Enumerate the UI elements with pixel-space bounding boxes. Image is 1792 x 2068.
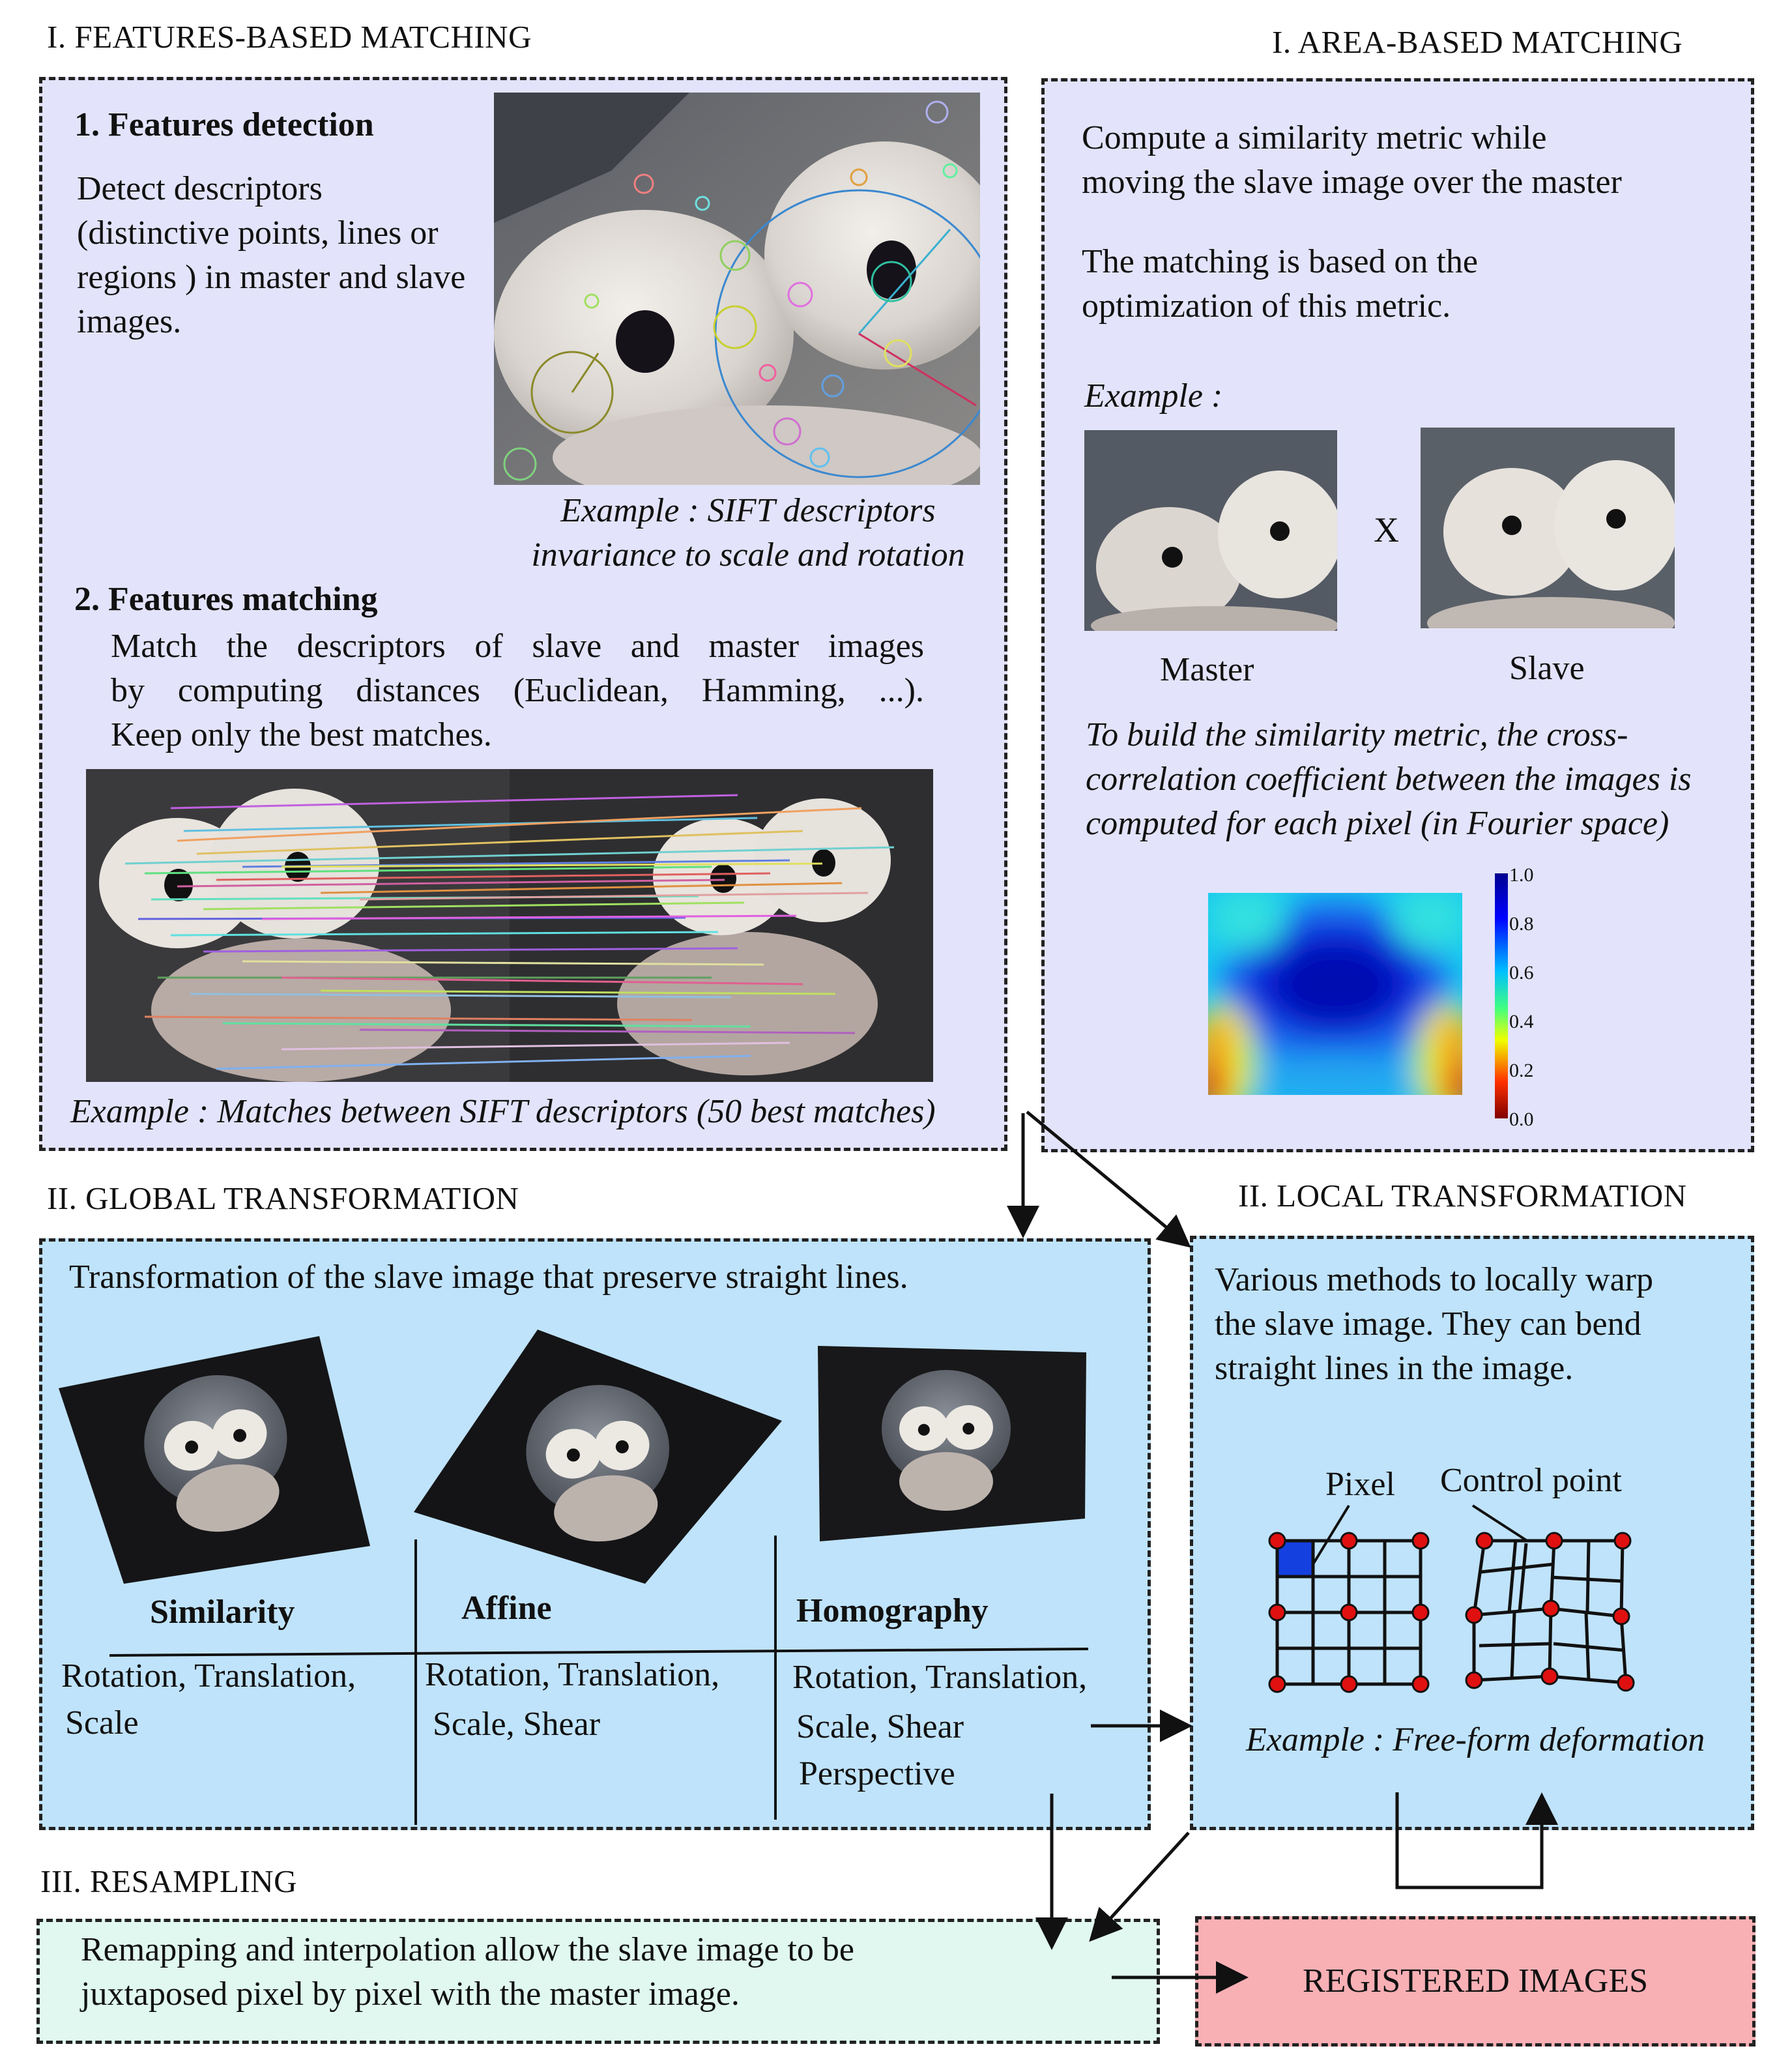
homography-line2: Scale, Shear (796, 1708, 964, 1745)
colorbar-tick-0-0: 0.0 (1509, 1109, 1534, 1130)
similarity-heading: Similarity (150, 1594, 295, 1631)
similarity-line2: Scale (65, 1704, 139, 1741)
area-text1-line2: moving the slave image over the master (1082, 164, 1622, 201)
local-text-line2: the slave image. They can bend (1215, 1305, 1641, 1343)
free-form-deformation-grids (1238, 1473, 1727, 1708)
colorbar (1495, 873, 1508, 1118)
sift-caption-line2: invariance to scale and rotation (531, 536, 965, 574)
transformations-table-lines (39, 1525, 1151, 1830)
cross-correlation-heatmap (1208, 893, 1462, 1095)
sift-caption-line1: Example : SIFT descriptors (560, 492, 936, 529)
colorbar-tick-1-0: 1.0 (1509, 864, 1534, 886)
transformed-images (59, 1323, 1114, 1603)
master-image (1084, 430, 1337, 631)
control-point-label: Control point (1440, 1462, 1622, 1499)
area-caption-line3: computed for each pixel (in Fourier spac… (1086, 805, 1669, 842)
ffd-example-caption: Example : Free-form deformation (1246, 1721, 1705, 1758)
colorbar-tick-0-4: 0.4 (1509, 1011, 1534, 1032)
pixel-label: Pixel (1325, 1466, 1395, 1503)
local-text-line1: Various methods to locally warp (1215, 1261, 1653, 1298)
master-label: Master (1160, 651, 1254, 688)
resampling-title: III. RESAMPLING (40, 1863, 298, 1899)
area-text2-line1: The matching is based on the (1082, 243, 1478, 280)
area-caption-line2: correlation coefficient between the imag… (1086, 761, 1692, 798)
registered-images-label: REGISTERED IMAGES (1302, 1962, 1649, 2000)
features-matching-line3: Keep only the best matches. (111, 716, 492, 753)
area-caption-line1: To build the similarity metric, the cros… (1086, 716, 1628, 753)
local-transformation-title: II. LOCAL TRANSFORMATION (1238, 1178, 1687, 1214)
affine-line2: Scale, Shear (433, 1706, 601, 1743)
affine-line1: Rotation, Translation, (425, 1656, 720, 1693)
features-matching-line2: by computing distances (Euclidean, Hammi… (111, 672, 924, 709)
sift-descriptors-image (494, 93, 980, 485)
affine-heading: Affine (461, 1590, 552, 1627)
features-matching-heading: 2. Features matching (74, 581, 378, 618)
similarity-line1: Rotation, Translation, (61, 1657, 356, 1695)
global-intro-text: Transformation of the slave image that p… (69, 1259, 908, 1296)
resampling-panel (36, 1919, 1160, 2044)
colorbar-tick-0-6: 0.6 (1509, 962, 1534, 983)
resampling-text-line2: juxtaposed pixel by pixel with the maste… (81, 1975, 740, 2013)
slave-label: Slave (1509, 650, 1585, 687)
times-symbol: X (1374, 510, 1399, 549)
colorbar-tick-0-2: 0.2 (1509, 1060, 1534, 1081)
sift-matches-image (86, 769, 933, 1082)
area-text1-line1: Compute a similarity metric while (1082, 119, 1547, 156)
area-text2-line2: optimization of this metric. (1082, 287, 1451, 325)
features-matching-title: I. FEATURES-BASED MATCHING (47, 19, 532, 55)
slave-image (1421, 428, 1675, 628)
features-matching-line1: Match the descriptors of slave and maste… (111, 628, 924, 665)
resampling-text-line1: Remapping and interpolation allow the sl… (81, 1931, 855, 1968)
area-example-label: Example : (1084, 377, 1223, 415)
local-transformation-panel (1190, 1236, 1754, 1830)
homography-heading: Homography (796, 1592, 989, 1629)
homography-line3: Perspective (799, 1755, 955, 1792)
local-text-line3: straight lines in the image. (1215, 1350, 1574, 1387)
registered-images-box (1195, 1916, 1756, 2046)
area-matching-title: I. AREA-BASED MATCHING (1272, 24, 1683, 60)
matches-caption: Example : Matches between SIFT descripto… (70, 1093, 936, 1130)
features-detection-text: Detect descriptors (distinctive points, … (77, 170, 466, 340)
colorbar-tick-0-8: 0.8 (1509, 913, 1534, 935)
global-transformation-title: II. GLOBAL TRANSFORMATION (47, 1180, 519, 1216)
homography-line1: Rotation, Translation, (792, 1659, 1088, 1696)
features-detection-heading: 1. Features detection (74, 106, 374, 143)
